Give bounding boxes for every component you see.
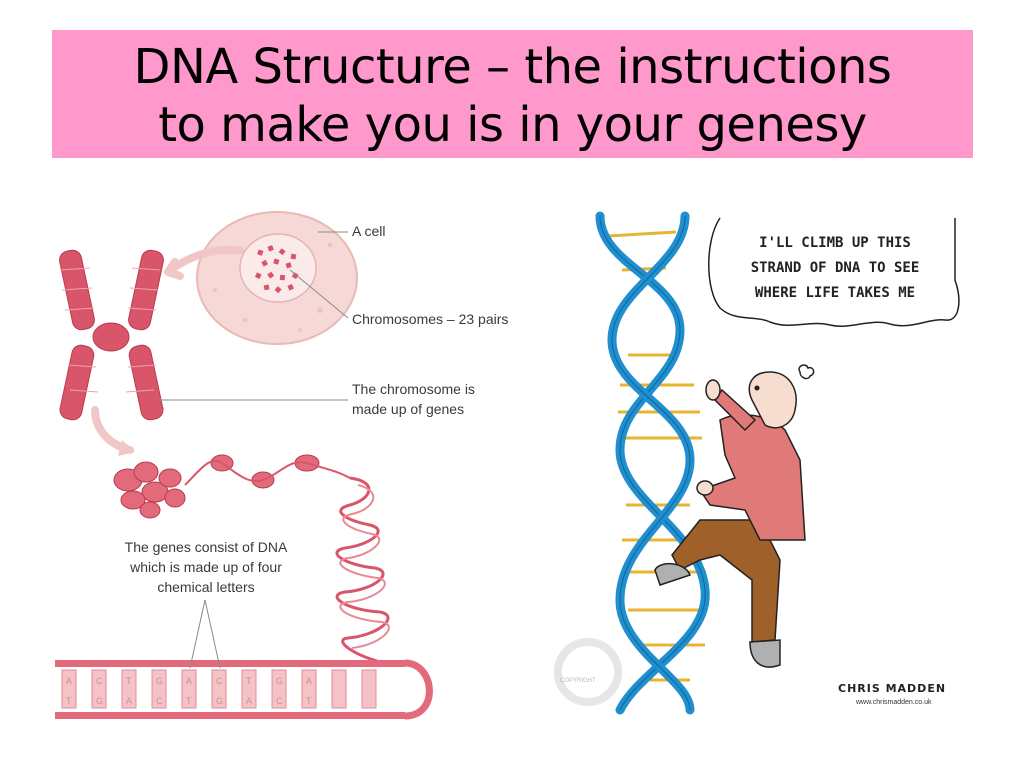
cell-diagram: A C T G A C T G A T G A C T G A C T — [55, 211, 508, 720]
letter-bottom-5: T — [186, 696, 192, 706]
dna-letters-bottom: T G A C T G A C T — [66, 696, 312, 706]
thought-puffs — [798, 364, 815, 380]
cartoon: COPYRIGHT — [554, 211, 960, 715]
slide-title: DNA Structure – the instructions to make… — [52, 30, 973, 154]
letter-bottom-9: T — [306, 696, 312, 706]
chromatin-coil — [113, 454, 320, 519]
title-banner: DNA Structure – the instructions to make… — [52, 30, 973, 158]
leader-lines — [160, 231, 349, 669]
letter-top-3: T — [126, 676, 132, 686]
letter-top-1: A — [66, 676, 72, 686]
helix-strand-1 — [595, 211, 710, 715]
speech-line-2: STRAND OF DNA TO SEE — [751, 260, 920, 276]
cartoonist-signature: CHRIS MADDEN — [838, 682, 946, 695]
dna-ladder — [55, 659, 433, 720]
letter-top-9: A — [306, 676, 312, 686]
speech-line-1: I'LL CLIMB UP THIS — [759, 235, 911, 251]
label-genes-line1: The genes consist of DNA — [125, 539, 288, 555]
letter-top-6: C — [216, 676, 223, 686]
helix-strand-2 — [607, 211, 695, 715]
letter-bottom-4: C — [156, 696, 163, 706]
speech-line-3: WHERE LIFE TAKES ME — [755, 285, 915, 301]
cartoonist-website: www.chrismadden.co.uk — [855, 699, 932, 706]
dna-letters-top: A C T G A C T G A — [66, 676, 312, 686]
letter-top-2: C — [96, 676, 103, 686]
climbing-man — [654, 371, 806, 668]
letter-top-4: G — [156, 676, 163, 686]
letter-bottom-7: A — [246, 696, 252, 706]
speech-cloud — [708, 217, 960, 327]
title-line-2: to make you is in your genesy — [158, 97, 867, 153]
label-cell: A cell — [352, 223, 385, 239]
svg-text:COPYRIGHT: COPYRIGHT — [560, 678, 596, 684]
letter-bottom-6: G — [216, 696, 223, 706]
label-chromosome-line2: made up of genes — [352, 401, 464, 417]
letter-bottom-2: G — [96, 696, 103, 706]
chromosome-dots — [254, 245, 299, 294]
label-genes-line3: chemical letters — [157, 579, 254, 595]
title-line-1: DNA Structure – the instructions — [133, 39, 892, 95]
letter-top-7: T — [246, 676, 252, 686]
letter-top-5: A — [186, 676, 192, 686]
copyright-watermark: COPYRIGHT — [554, 638, 622, 706]
letter-bottom-3: A — [126, 696, 132, 706]
label-chromosome-line1: The chromosome is — [352, 381, 475, 397]
dna-coil — [335, 476, 396, 667]
label-genes-line2: which is made up of four — [129, 559, 282, 575]
letter-top-8: G — [276, 676, 283, 686]
letter-bottom-1: T — [66, 696, 72, 706]
arrow-cell-to-chromosome — [164, 245, 244, 280]
label-chromosomes: Chromosomes – 23 pairs — [352, 311, 508, 327]
x-chromosome — [59, 249, 164, 421]
letter-bottom-8: C — [276, 696, 283, 706]
